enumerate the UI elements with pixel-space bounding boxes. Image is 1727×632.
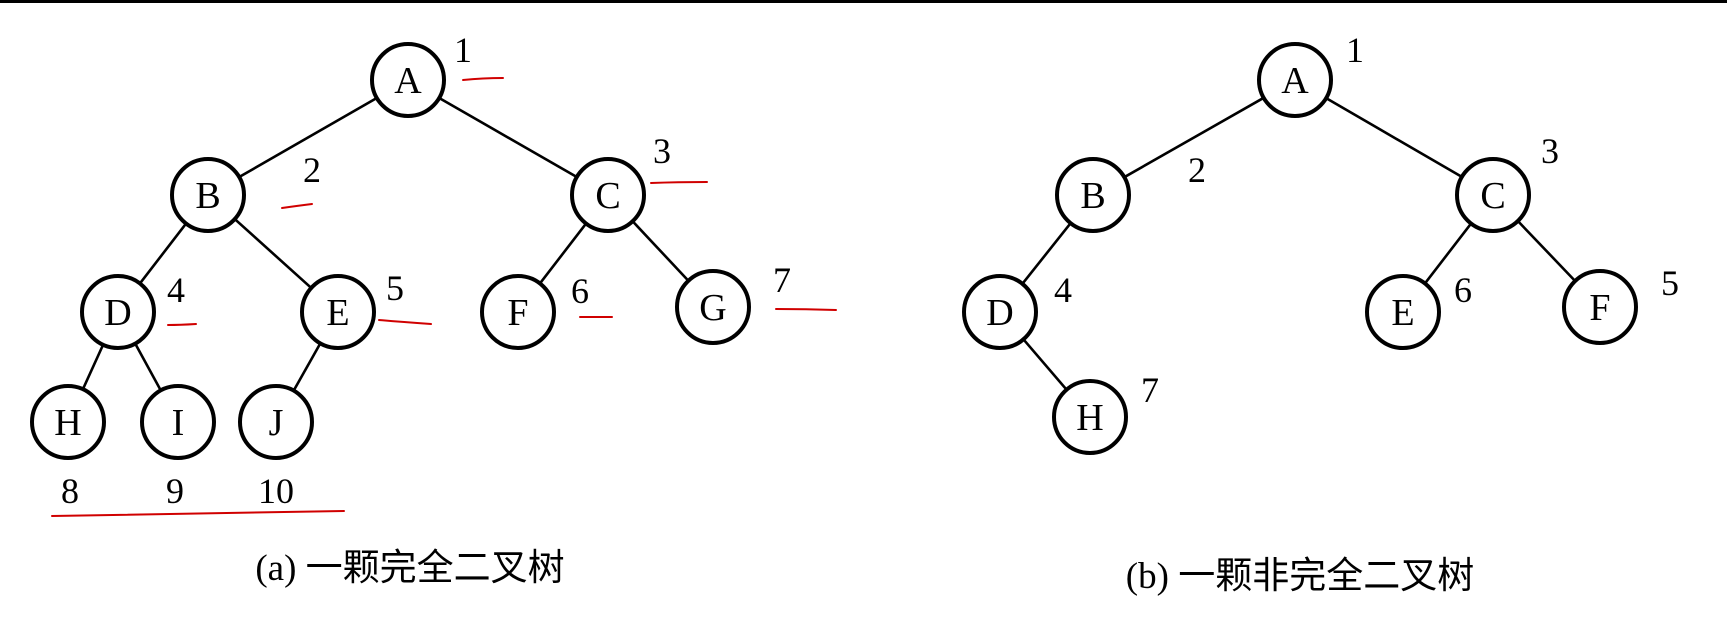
tree-a-edge-e-j: [292, 342, 322, 392]
tree-b-node-label-e: E: [1391, 292, 1414, 334]
tree-a-node-label-a: A: [394, 60, 422, 102]
tree-a-node-e: [300, 274, 376, 350]
tree-a-edge-a-c: [438, 96, 578, 179]
tree-b-node-d: [962, 274, 1038, 350]
tree-a-node-label-j: J: [269, 402, 284, 444]
tree-a-node-label-c: C: [595, 175, 620, 217]
tree-a-edge-b-e: [233, 218, 313, 289]
tree-a-edge-c-g: [631, 220, 690, 282]
tree-b-node-f: [1562, 269, 1638, 345]
tree-a-node-label-b: B: [195, 175, 220, 217]
tree-a-node-b: [170, 157, 246, 233]
tree-b-node-e: [1365, 274, 1441, 350]
tree-b-edge-a-b: [1123, 96, 1265, 179]
tree-a-order-number-e: 5: [386, 268, 404, 308]
tree-a-order-number-b: 2: [303, 150, 321, 190]
tree-b-node-label-f: F: [1589, 287, 1610, 329]
red-underline-mark-4: [167, 323, 197, 326]
tree-b-order-number-f: 5: [1661, 263, 1679, 303]
tree-b-edge-b-d: [1021, 222, 1072, 285]
tree-b-edge-c-f: [1516, 220, 1577, 282]
tree-b-node-b: [1055, 157, 1131, 233]
tree-b-edge-a-c: [1325, 96, 1463, 179]
red-underline-mark-5: [378, 319, 432, 325]
tree-b-node-label-d: D: [986, 292, 1013, 334]
tree-b-node-h: [1052, 379, 1128, 455]
tree-b-edge-d-h: [1022, 338, 1068, 391]
tree-a-order-number-a: 1: [454, 30, 472, 70]
tree-b-node-label-a: A: [1281, 60, 1309, 102]
tree-a-edge-b-d: [138, 222, 188, 285]
tree-b-node-label-b: B: [1080, 175, 1105, 217]
tree-a-node-label-h: H: [54, 402, 81, 444]
tree-b-order-number-c: 3: [1541, 131, 1559, 171]
tree-a-edge-d-h: [81, 344, 105, 390]
tree-b-node-label-c: C: [1480, 175, 1505, 217]
red-underline-mark-7: [775, 308, 837, 311]
caption-complete-tree: (a) 一颗完全二叉树: [255, 547, 564, 589]
tree-b-edge-c-e: [1423, 222, 1473, 285]
tree-a-node-d: [80, 274, 156, 350]
tree-a-node-h: [30, 384, 106, 460]
tree-a-edge-d-i: [134, 342, 162, 392]
tree-a-node-label-i: I: [172, 402, 185, 444]
red-underline-mark-2: [281, 203, 313, 209]
tree-a-order-number-c: 3: [653, 131, 671, 171]
red-underline-mark-8: [51, 510, 345, 517]
red-underline-mark-1: [462, 77, 504, 81]
tree-a-node-c: [570, 157, 646, 233]
tree-a-node-label-d: D: [104, 292, 131, 334]
top-border-line: [0, 0, 1727, 3]
caption-non-complete-tree: (b) 一颗非完全二叉树: [1126, 555, 1474, 597]
tree-b-order-number-d: 4: [1054, 270, 1072, 310]
tree-a-order-number-f: 6: [571, 271, 589, 311]
tree-a-order-number-g: 7: [773, 260, 791, 300]
tree-b-order-number-e: 6: [1454, 270, 1472, 310]
red-underline-mark-3: [650, 181, 708, 184]
tree-a-edge-c-f: [538, 222, 588, 285]
tree-a-node-i: [140, 384, 216, 460]
tree-a-node-label-g: G: [699, 287, 726, 329]
tree-b-order-number-b: 2: [1188, 150, 1206, 190]
tree-a-node-label-f: F: [507, 292, 528, 334]
tree-a-edge-a-b: [238, 96, 378, 179]
tree-b-node-a: [1257, 42, 1333, 118]
tree-a-node-f: [480, 274, 556, 350]
tree-a-node-g: [675, 269, 751, 345]
tree-b-order-number-a: 1: [1346, 30, 1364, 70]
tree-a-node-j: [238, 384, 314, 460]
tree-a-order-number-d: 4: [167, 270, 185, 310]
tree-b-node-label-h: H: [1076, 397, 1103, 439]
tree-a-order-number-j: 10: [258, 471, 294, 511]
tree-b-order-number-h: 7: [1141, 370, 1159, 410]
tree-b-node-c: [1455, 157, 1531, 233]
tree-a-order-number-i: 9: [166, 471, 184, 511]
tree-a-order-number-h: 8: [61, 471, 79, 511]
tree-a-node-label-e: E: [326, 292, 349, 334]
tree-a-node-a: [370, 42, 446, 118]
